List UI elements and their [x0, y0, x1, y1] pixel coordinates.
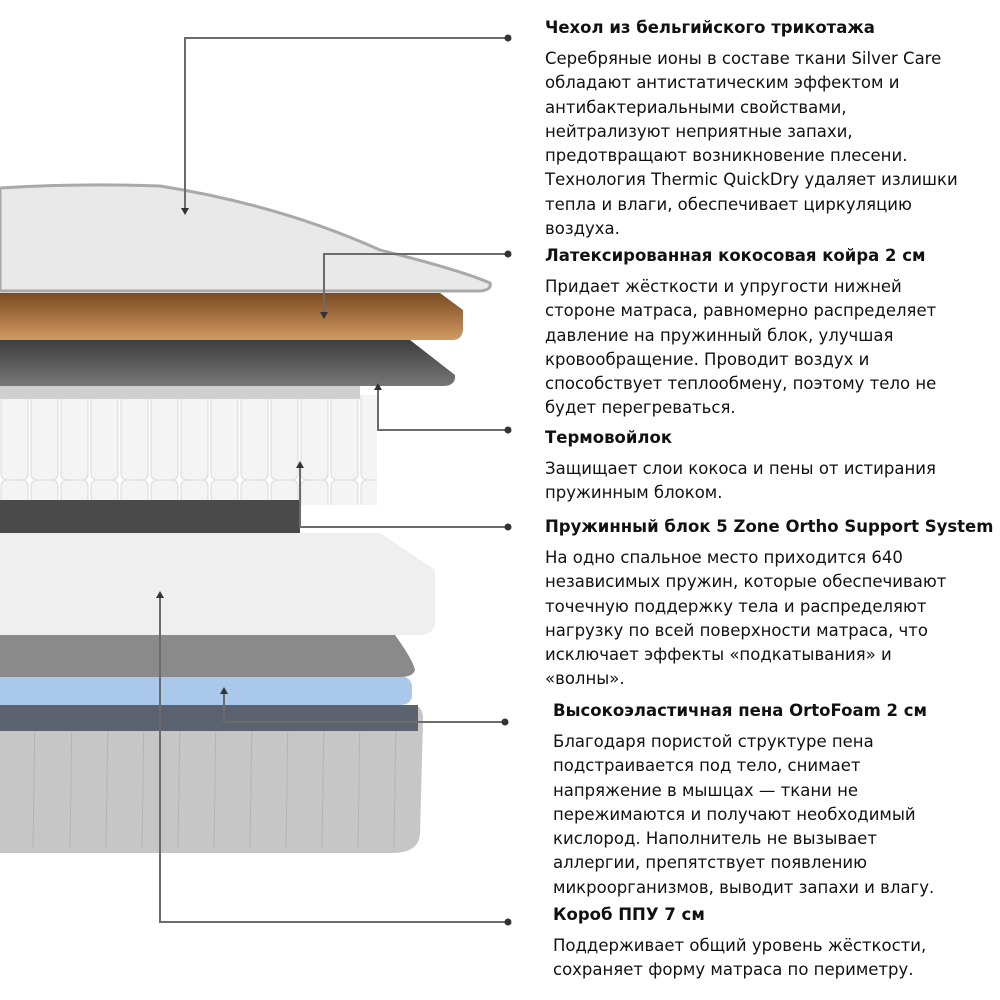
lower-felt-layer — [0, 635, 415, 677]
layer-title: Пружинный блок 5 Zone Ortho Support Syst… — [545, 517, 994, 536]
spring-felt — [0, 500, 300, 533]
leader-lines — [159, 37, 508, 923]
layer-title: Короб ППУ 7 см — [553, 905, 705, 924]
layer-title: Чехол из бельгийского трикотажа — [545, 18, 875, 37]
layer-cover: Чехол из бельгийского трикотажа Серебрян… — [545, 17, 958, 241]
layer-title: Термовойлок — [545, 428, 673, 447]
felt-layer — [0, 340, 456, 386]
layer-description: Придает жёсткости и упругости нижней сто… — [545, 277, 937, 418]
layer-springs: Пружинный блок 5 Zone Ortho Support Syst… — [545, 516, 993, 692]
layer-coir: Латексированная кокосовая койра 2 см При… — [545, 245, 936, 421]
spring-block-layer — [0, 395, 377, 505]
foam-frame-layer — [0, 533, 435, 635]
layer-description: Серебряные ионы в составе ткани Silver C… — [545, 49, 958, 239]
layer-description: Благодаря пористой структуре пена подстр… — [553, 732, 935, 897]
layer-ortofoam: Высокоэластичная пена OrtoFoam 2 см Благ… — [553, 700, 934, 900]
layer-description: Защищает слои кокоса и пены от истирания… — [545, 459, 936, 503]
layer-felt: Термовойлок Защищает слои кокоса и пены … — [545, 427, 936, 506]
layer-base-box: Короб ППУ 7 см Поддерживает общий уровен… — [553, 904, 926, 983]
layer-title: Латексированная кокосовая койра 2 см — [545, 246, 926, 265]
coir-layer — [0, 293, 463, 340]
base-box-layer — [0, 705, 424, 853]
layer-description: На одно спальное место приходится 640 не… — [545, 548, 947, 689]
base-inner — [0, 705, 418, 731]
layer-description: Поддерживает общий уровень жёсткости, со… — [553, 936, 927, 980]
cover-layer — [0, 183, 492, 293]
ortofoam-layer — [0, 677, 413, 705]
layer-title: Высокоэластичная пена OrtoFoam 2 см — [553, 701, 928, 720]
